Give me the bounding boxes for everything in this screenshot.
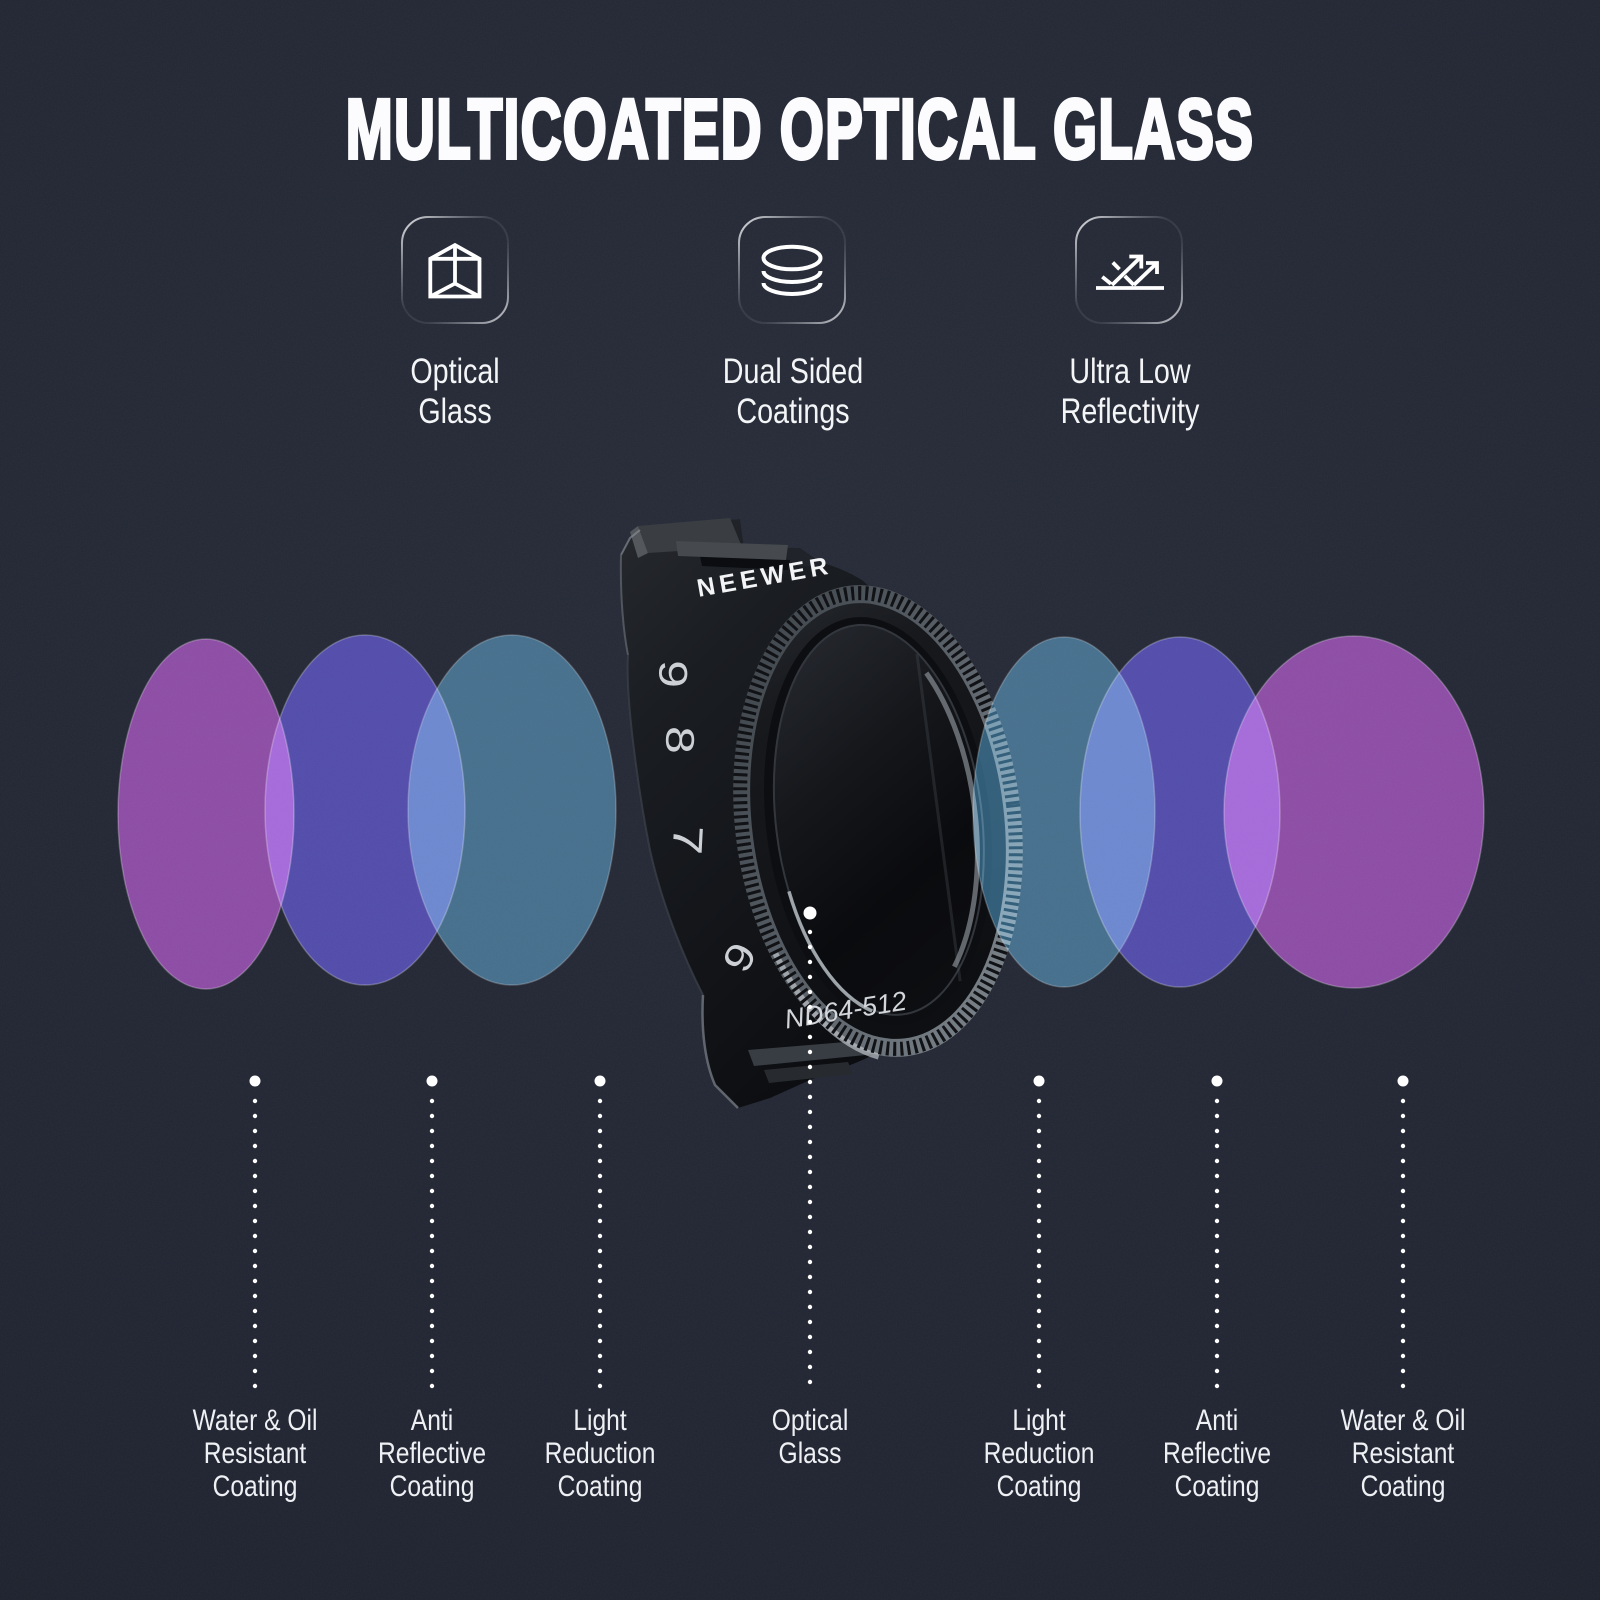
svg-text:7: 7 xyxy=(663,824,711,856)
svg-text:8: 8 xyxy=(657,726,703,755)
svg-text:9: 9 xyxy=(650,660,695,688)
